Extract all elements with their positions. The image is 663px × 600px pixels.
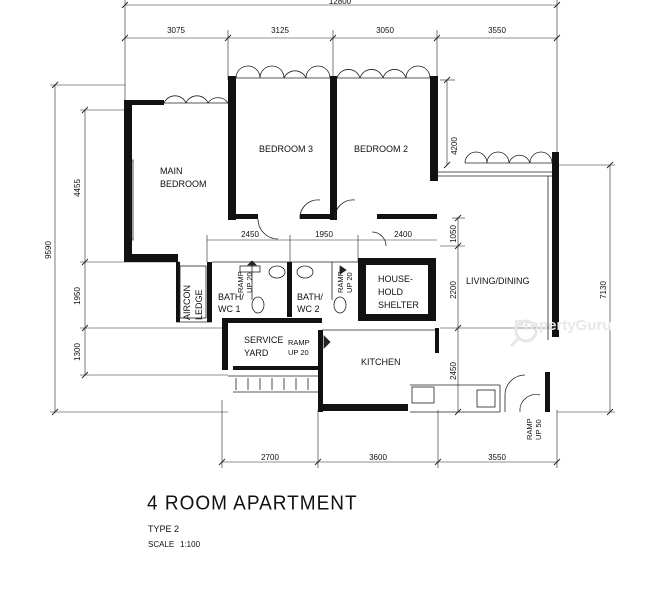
dim-left-2: 1950 [73, 287, 82, 305]
room-aircon-line2: LEDGE [194, 289, 204, 320]
ramp-arrows [247, 260, 347, 349]
ramp-b-line2: UP 20 [245, 272, 254, 293]
room-main-bedroom-line2: BEDROOM [160, 179, 207, 189]
room-bath1-line2: WC 1 [218, 304, 241, 314]
dim-right-mid-2: 2200 [449, 281, 458, 299]
room-bath2-line1: BATH/ [297, 292, 323, 302]
dim-top-3: 3050 [376, 26, 394, 35]
room-kitchen: KITCHEN [361, 357, 401, 367]
dim-top-4: 3550 [488, 26, 506, 35]
room-bedroom-2: BEDROOM 2 [354, 144, 408, 154]
dim-internal-1: 2450 [241, 230, 259, 239]
interior-lines [129, 159, 552, 413]
watermark-logo-icon [509, 319, 538, 348]
room-living-dining: LIVING/DINING [466, 276, 530, 286]
ramp-d-line1: RAMP [525, 418, 534, 440]
dimension-ticks [51, 1, 614, 466]
ramp-c-line1: RAMP [336, 271, 345, 293]
plan-type: TYPE 2 [148, 524, 180, 534]
dim-right-upper: 4200 [450, 137, 459, 155]
ramp-a-line2: UP 20 [288, 348, 309, 357]
dim-right-overall: 7130 [599, 281, 608, 299]
dim-bottom-1: 2700 [261, 453, 279, 462]
window-arcs [163, 65, 553, 413]
room-bedroom-3: BEDROOM 3 [259, 144, 313, 154]
plan-title: 4 ROOM APARTMENT [147, 492, 358, 515]
dim-top-1: 3075 [167, 26, 185, 35]
ramp-a-line1: RAMP [288, 338, 310, 347]
room-aircon-line1: AIRCON [182, 285, 192, 320]
ramp-c-line2: UP 20 [345, 272, 354, 293]
dim-left-3: 1300 [73, 343, 82, 361]
walls [124, 76, 559, 412]
room-bath1-line1: BATH/ [218, 292, 244, 302]
dim-bottom-2: 3600 [369, 453, 387, 462]
dim-overall-width: 12800 [329, 0, 352, 6]
room-service-yard-line2: YARD [244, 348, 269, 358]
room-main-bedroom-line1: MAIN [160, 166, 183, 176]
ramp-b-line1: RAMP [236, 271, 245, 293]
dim-left-1: 4455 [73, 179, 82, 197]
room-shelter-line3: SHELTER [378, 300, 419, 310]
scale-label: SCALE [148, 540, 175, 549]
dim-top-2: 3125 [271, 26, 289, 35]
dim-bottom-3: 3550 [488, 453, 506, 462]
dim-left-overall: 9590 [44, 241, 53, 259]
room-bath2-line2: WC 2 [297, 304, 320, 314]
scale-value: 1:100 [180, 540, 201, 549]
watermark-text: PropertyGuru [514, 317, 612, 334]
dim-internal-3: 2400 [394, 230, 412, 239]
dim-right-mid-3: 2450 [449, 362, 458, 380]
room-service-yard-line1: SERVICE [244, 335, 283, 345]
dim-right-mid-1: 1050 [449, 225, 458, 243]
room-shelter-line1: HOUSE- [378, 274, 413, 284]
room-shelter-line2: HOLD [378, 287, 404, 297]
dim-internal-2: 1950 [315, 230, 333, 239]
ramp-d-line2: UP 50 [534, 419, 543, 440]
